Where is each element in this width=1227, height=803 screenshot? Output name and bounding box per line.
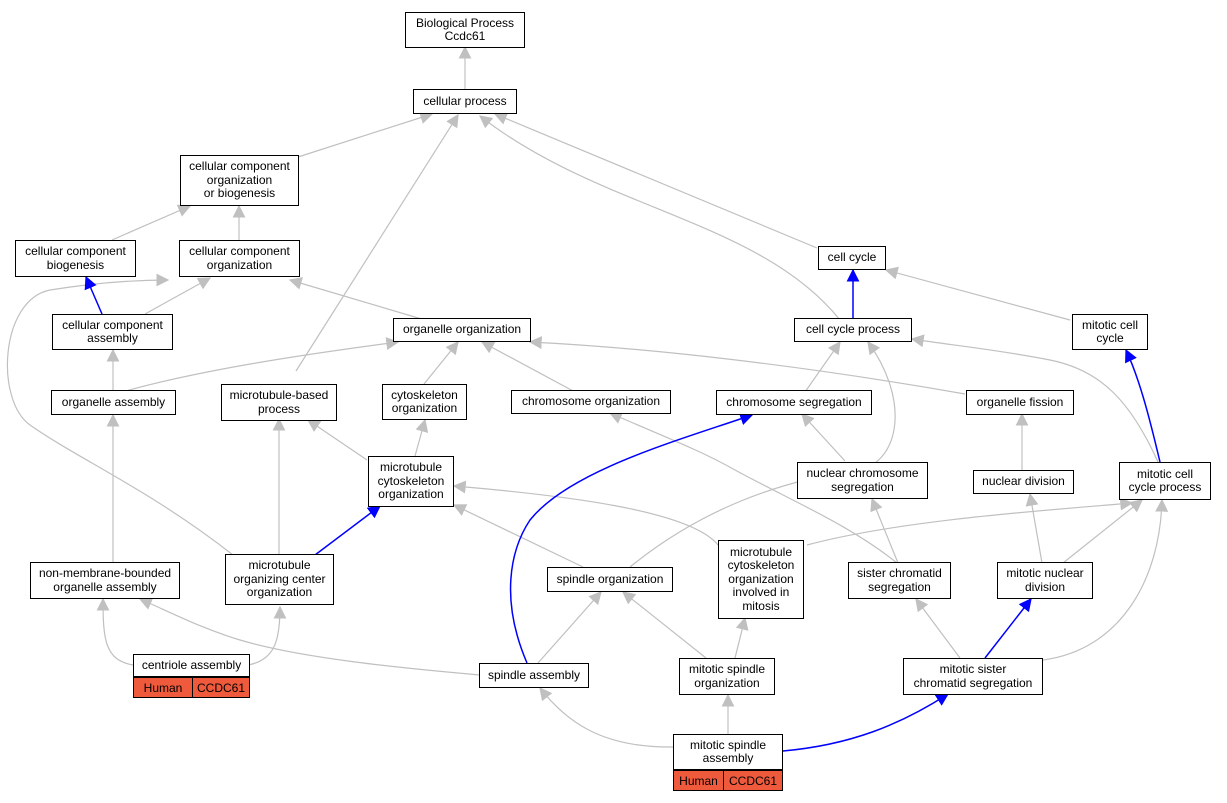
gene-tag: CCDC61 xyxy=(724,770,783,791)
node-cellular-component-assembly[interactable]: cellular component assembly xyxy=(52,314,173,350)
edge xyxy=(1042,498,1169,661)
edge xyxy=(452,480,719,546)
node-biological-process-root[interactable]: Biological Process Ccdc61 xyxy=(405,12,525,48)
annotation-centriole-assembly: Human CCDC61 xyxy=(133,677,250,698)
edge xyxy=(910,334,1159,463)
node-organelle-organization[interactable]: organelle organization xyxy=(393,318,531,342)
edge xyxy=(306,419,368,461)
edge xyxy=(414,418,429,457)
node-cell-cycle[interactable]: cell cycle xyxy=(818,246,886,270)
node-cell-cycle-process[interactable]: cell cycle process xyxy=(794,318,912,342)
edge xyxy=(537,591,602,664)
species-tag: Human xyxy=(133,677,193,698)
edge-blue xyxy=(314,505,382,556)
edge xyxy=(295,113,459,372)
edge xyxy=(297,111,434,158)
edge xyxy=(539,686,674,748)
node-non-membrane-bounded-organelle-assembly[interactable]: non-membrane-bounded organelle assembly xyxy=(30,562,180,599)
node-mitotic-cell-cycle[interactable]: mitotic cell cycle xyxy=(1072,314,1148,350)
node-cellular-process[interactable]: cellular process xyxy=(413,89,517,114)
node-spindle-organization[interactable]: spindle organization xyxy=(547,567,673,592)
node-organelle-fission[interactable]: organelle fission xyxy=(966,390,1074,415)
node-mitotic-sister-chromatid-segregation[interactable]: mitotic sister chromatid segregation xyxy=(903,658,1043,695)
edge xyxy=(1062,499,1144,564)
edge xyxy=(96,597,134,666)
edge xyxy=(884,266,1071,321)
edge xyxy=(6,273,234,556)
edge xyxy=(734,616,749,659)
edge xyxy=(528,336,966,395)
edge xyxy=(801,413,846,462)
edge-blue xyxy=(1125,348,1161,463)
annotation-mitotic-spindle-assembly: Human CCDC61 xyxy=(673,770,783,791)
edge xyxy=(121,337,400,393)
node-organelle-assembly[interactable]: organelle assembly xyxy=(51,390,176,415)
node-chromosome-segregation[interactable]: chromosome segregation xyxy=(716,390,872,415)
species-tag: Human xyxy=(673,770,724,791)
edge xyxy=(870,497,899,564)
node-cytoskeleton-organization[interactable]: cytoskeleton organization xyxy=(382,384,467,420)
node-nuclear-chromosome-segregation[interactable]: nuclear chromosome segregation xyxy=(797,462,928,499)
edge xyxy=(247,605,287,666)
node-chromosome-organization[interactable]: chromosome organization xyxy=(511,390,671,414)
edge xyxy=(144,277,212,315)
edge xyxy=(452,504,584,568)
edge xyxy=(806,497,1134,546)
node-mitotic-spindle-assembly[interactable]: mitotic spindle assembly xyxy=(673,734,783,770)
node-microtubule-organizing-center-organization[interactable]: microtubule organizing center organizati… xyxy=(225,554,334,605)
edge xyxy=(111,204,192,241)
node-sister-chromatid-segregation[interactable]: sister chromatid segregation xyxy=(848,562,951,599)
node-mitotic-spindle-organization[interactable]: mitotic spindle organization xyxy=(679,658,775,695)
edge xyxy=(608,411,898,564)
edge-blue xyxy=(509,412,754,664)
node-mitotic-nuclear-division[interactable]: mitotic nuclear division xyxy=(997,562,1093,599)
edge xyxy=(804,340,841,393)
gene-tag: CCDC61 xyxy=(193,677,250,698)
edge-blue xyxy=(984,597,1032,659)
node-cellular-component-organization[interactable]: cellular component organization xyxy=(179,240,300,277)
edge-blue xyxy=(782,693,950,752)
node-nuclear-division[interactable]: nuclear division xyxy=(973,470,1074,494)
node-mitotic-cell-cycle-process[interactable]: mitotic cell cycle process xyxy=(1119,462,1211,500)
node-cellular-component-biogenesis[interactable]: cellular component biogenesis xyxy=(15,240,136,277)
edge xyxy=(138,597,481,676)
edge xyxy=(621,591,707,659)
edge xyxy=(915,597,961,659)
edge xyxy=(478,115,841,321)
edge xyxy=(288,277,426,321)
node-microtubule-cytoskeleton-organization-involved-in-mitosis[interactable]: microtubule cytoskeleton organization in… xyxy=(718,540,804,619)
node-centriole-assembly[interactable]: centriole assembly xyxy=(133,654,250,677)
edge xyxy=(493,112,818,249)
node-microtubule-cytoskeleton-organization[interactable]: microtubule cytoskeleton organization xyxy=(368,456,454,507)
edge xyxy=(1025,492,1043,564)
node-spindle-assembly[interactable]: spindle assembly xyxy=(479,663,589,688)
edge xyxy=(423,340,459,385)
edge xyxy=(480,341,576,393)
edge-blue xyxy=(84,275,103,315)
node-microtubule-based-process[interactable]: microtubule-based process xyxy=(221,384,337,421)
node-cellular-component-organization-or-biogenesis[interactable]: cellular component organization or bioge… xyxy=(180,155,299,206)
